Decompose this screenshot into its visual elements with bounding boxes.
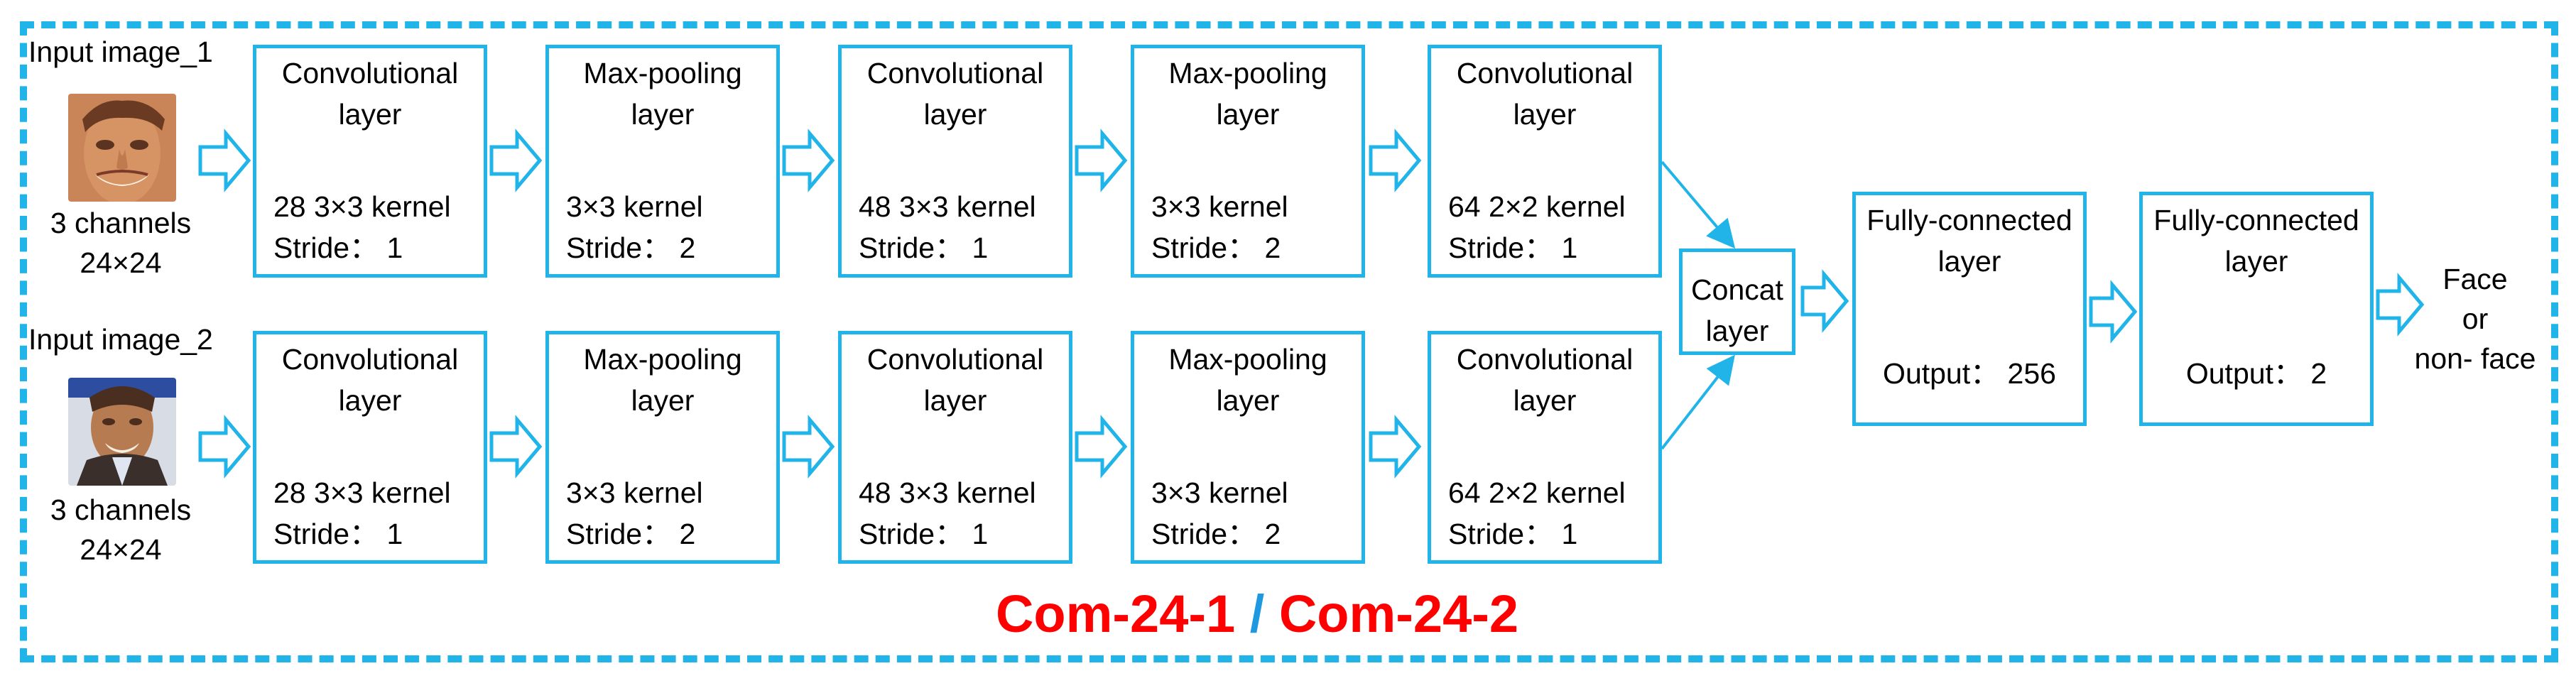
branch-2-conv-layer-1: Convolutional layer 28 3×3 kernel Stride… bbox=[253, 331, 487, 564]
branch-1-conv-layer-3: Convolutional layer 64 2×2 kernel Stride… bbox=[1428, 45, 1662, 278]
face-image-2 bbox=[68, 378, 176, 486]
fully-connected-layer-1-output: Output： 256 bbox=[1883, 357, 2056, 390]
branch-2-maxpool-layer-1-detail: 3×3 kernel Stride： 2 bbox=[566, 476, 703, 550]
branch-2-maxpool-layer-1-title: Max-pooling layer bbox=[583, 343, 742, 417]
branch-2-maxpool-layer-1: Max-pooling layer 3×3 kernel Stride： 2 bbox=[545, 331, 780, 564]
branch-2-conv-layer-3-detail: 64 2×2 kernel Stride： 1 bbox=[1448, 476, 1626, 550]
footer-model-1: Com-24-1 bbox=[995, 584, 1236, 643]
branch-1-conv-layer-2: Convolutional layer 48 3×3 kernel Stride… bbox=[838, 45, 1072, 278]
branch-1-conv-layer-1-detail: 28 3×3 kernel Stride： 1 bbox=[273, 190, 451, 264]
branch-1-maxpool-layer-2-detail: 3×3 kernel Stride： 2 bbox=[1151, 190, 1288, 264]
footer-separator: / bbox=[1235, 584, 1279, 643]
input-image-2-size: 3 channels 24×24 bbox=[50, 493, 192, 566]
fully-connected-layer-2-title: Fully-connected layer bbox=[2153, 204, 2359, 278]
branch-1-conv-layer-3-title: Convolutional layer bbox=[1456, 57, 1634, 131]
branch-2-conv-layer-3-title: Convolutional layer bbox=[1456, 343, 1634, 417]
branch-1-maxpool-layer-2-title: Max-pooling layer bbox=[1168, 57, 1327, 131]
footer-model-2: Com-24-2 bbox=[1278, 584, 1519, 643]
branch-1-maxpool-layer-1-detail: 3×3 kernel Stride： 2 bbox=[566, 190, 703, 264]
branch-1-conv-layer-3-detail: 64 2×2 kernel Stride： 1 bbox=[1448, 190, 1626, 264]
output-label: Face or non- face bbox=[2414, 263, 2536, 375]
branch-2-maxpool-layer-2-title: Max-pooling layer bbox=[1168, 343, 1327, 417]
branch-1-conv-layer-2-title: Convolutional layer bbox=[866, 57, 1044, 131]
input-image-1-face bbox=[68, 94, 176, 202]
input-image-1-label: Input image_1 bbox=[28, 36, 213, 68]
branch-2-conv-layer-2-title: Convolutional layer bbox=[866, 343, 1044, 417]
branch-2-conv-layer-2-detail: 48 3×3 kernel Stride： 1 bbox=[859, 476, 1036, 550]
concat-layer-title: Concat layer bbox=[1691, 273, 1783, 347]
fully-connected-layer-2-output: Output： 2 bbox=[2185, 357, 2327, 390]
face-image-1 bbox=[68, 94, 176, 202]
branch-2-conv-layer-2: Convolutional layer 48 3×3 kernel Stride… bbox=[838, 331, 1072, 564]
branch-1-maxpool-layer-1: Max-pooling layer 3×3 kernel Stride： 2 bbox=[545, 45, 780, 278]
branch-1-maxpool-layer-1-title: Max-pooling layer bbox=[583, 57, 742, 131]
branch-1-conv-layer-1: Convolutional layer 28 3×3 kernel Stride… bbox=[253, 45, 487, 278]
branch-2-maxpool-layer-2-detail: 3×3 kernel Stride： 2 bbox=[1151, 476, 1288, 550]
branch-2-maxpool-layer-2: Max-pooling layer 3×3 kernel Stride： 2 bbox=[1131, 331, 1365, 564]
branch-1-maxpool-layer-2: Max-pooling layer 3×3 kernel Stride： 2 bbox=[1131, 45, 1365, 278]
input-image-1-size: 3 channels 24×24 bbox=[50, 207, 192, 279]
model-name-footer: Com-24-1 / Com-24-2 bbox=[831, 582, 1683, 646]
branch-1-conv-layer-2-detail: 48 3×3 kernel Stride： 1 bbox=[859, 190, 1036, 264]
input-image-2-face bbox=[68, 378, 176, 486]
fully-connected-layer-2: Fully-connected layer Output： 2 bbox=[2139, 192, 2374, 426]
input-image-2-label: Input image_2 bbox=[28, 323, 213, 356]
branch-1-conv-layer-1-title: Convolutional layer bbox=[281, 57, 459, 131]
branch-2-conv-layer-1-title: Convolutional layer bbox=[281, 343, 459, 417]
fully-connected-layer-1-title: Fully-connected layer bbox=[1866, 204, 2072, 278]
branch-2-conv-layer-1-detail: 28 3×3 kernel Stride： 1 bbox=[273, 476, 451, 550]
branch-2-conv-layer-3: Convolutional layer 64 2×2 kernel Stride… bbox=[1428, 331, 1662, 564]
concat-layer: Concat layer bbox=[1679, 249, 1795, 355]
fully-connected-layer-1: Fully-connected layer Output： 256 bbox=[1852, 192, 2087, 426]
diagram-frame bbox=[20, 21, 2558, 662]
